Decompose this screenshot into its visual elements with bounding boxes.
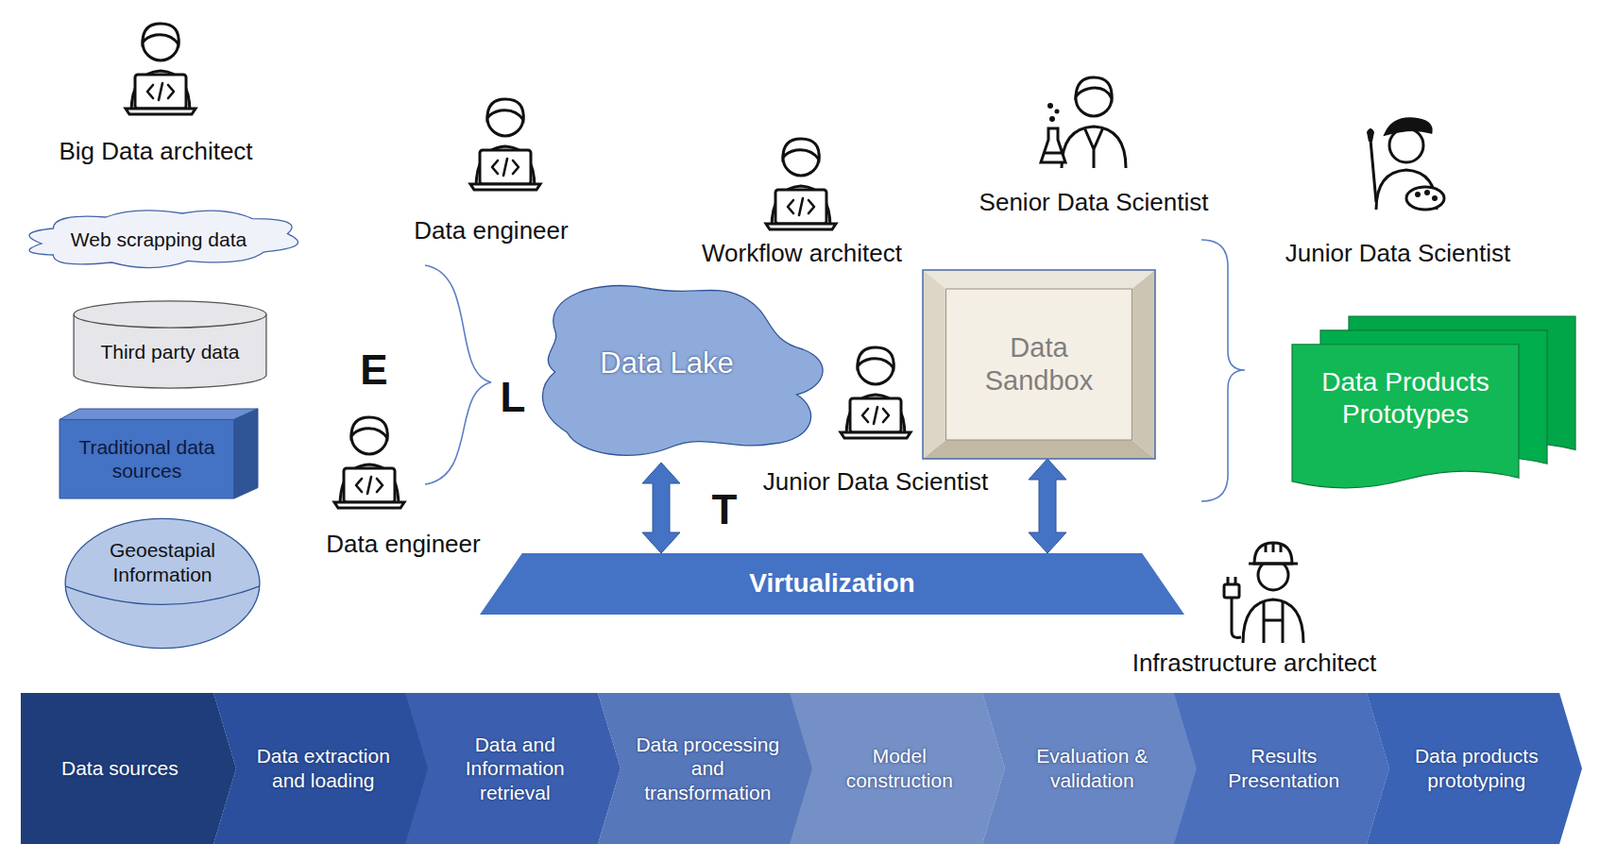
node-text: Data Sandbox [969,331,1109,399]
node-text: Third party data [100,340,239,365]
shape-outline [922,270,1156,460]
shape-outline [1174,693,1390,844]
text-area: Data Sandbox [969,298,1109,431]
text-area: Traditional data sources [65,421,228,497]
node-text: Data extraction and loading [243,744,404,793]
shape-outline [789,693,1005,844]
node-text: Data sources [61,756,179,782]
process-chevron: Data extraction and loading [213,693,429,844]
text-area: Third party data [81,326,258,377]
etl-letter: E [359,346,388,394]
data-products-stack: Data Products Prototypes [1292,316,1576,493]
role-label: Junior Data Scientist [1285,238,1511,269]
data-lake: Data Lake [530,273,834,463]
virtualization-band: Virtualization [479,553,1185,615]
role-label: Data engineer [325,529,480,560]
role-label: Senior Data Scientist [979,187,1209,218]
node-text: Data Lake [599,345,733,382]
text-area: Data extraction and loading [243,700,404,837]
process-chevron: Results Presentation [1174,693,1390,844]
text-area: Data Lake [561,321,773,407]
process-chevron: Data products prototyping [1366,693,1583,844]
node-text: Model construction [819,744,980,793]
process-chevron: Evaluation & validation [982,693,1198,844]
etl-letter: L [500,374,527,422]
node-text: Evaluation & validation [1012,744,1173,793]
etl-letter: T [712,486,738,534]
brace [425,265,492,485]
role-label: Junior Data Scientist [763,467,988,497]
shape-outline [213,693,429,844]
text-area: Data and Information retrieval [435,700,596,837]
node-text: Traditional data sources [65,435,228,484]
text-area: Model construction [819,700,980,837]
cloud-shape: Web scrapping data [12,202,306,278]
node-text: Data and Information retrieval [435,732,596,806]
node-text: Geoestapial Information [83,538,242,587]
process-chevron: Data processing and transformation [597,693,814,844]
node-text: Data products prototyping [1396,744,1557,793]
text-area: Virtualization [536,553,1129,615]
double-arrow [642,462,681,554]
node-text: Web scrapping data [70,227,247,253]
node-text: Data processing and transformation [628,732,788,806]
database-cylinder: Third party data [71,300,269,390]
text-area: Data Products Prototypes [1297,347,1514,450]
process-chevron: Model construction [789,693,1005,844]
data-sandbox: Data Sandbox [922,270,1156,460]
shape-outline [982,693,1198,844]
text-area: Data sources [34,700,206,837]
role-label: Big Data architect [58,136,253,167]
node-text: Results Presentation [1204,744,1364,793]
role-label: Data engineer [413,216,568,246]
node-text: Virtualization [748,567,915,600]
shape-outline [1366,693,1583,844]
geo-ellipse: Geoestapial Information [63,517,262,650]
data-source-box: Traditional data sources [59,408,258,499]
text-area: Geoestapial Information [83,536,242,590]
double-arrow [1028,459,1067,554]
node-text: Data Products Prototypes [1297,366,1514,431]
text-area: Data products prototyping [1396,700,1557,837]
text-area: Web scrapping data [35,209,282,271]
brace [1201,239,1245,502]
process-chevron: Data sources [20,693,237,844]
person-icon [125,23,1445,644]
role-label: Workflow architect [701,238,903,269]
text-area: Data processing and transformation [628,700,788,837]
text-area: Results Presentation [1204,700,1364,837]
process-chevron: Data and Information retrieval [405,693,621,844]
text-area: Evaluation & validation [1012,700,1173,837]
role-label: Infrastructure architect [1132,648,1378,679]
